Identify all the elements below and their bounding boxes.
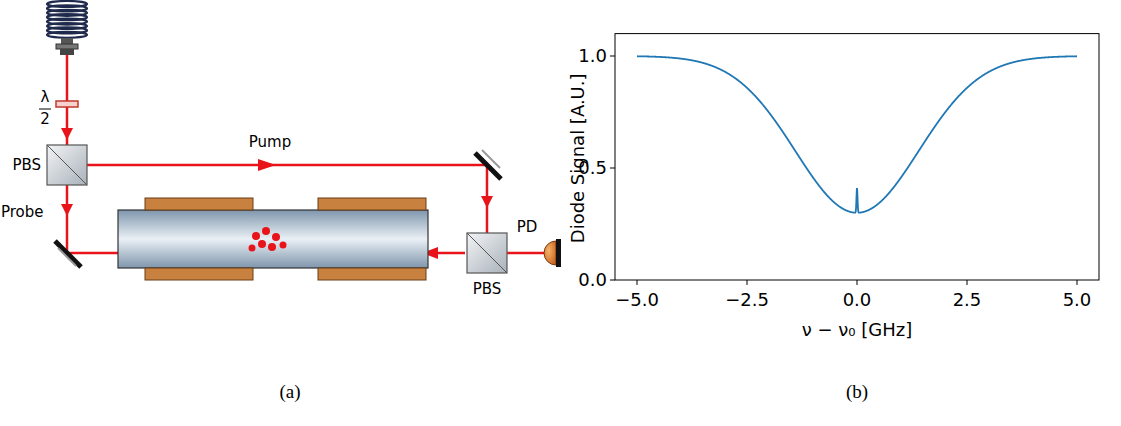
part-label: PBS (12, 157, 41, 174)
part-label: PBS (473, 281, 502, 298)
axes-frame (615, 34, 1099, 280)
tick-mark (747, 280, 748, 285)
fiber-connector (56, 38, 78, 55)
line-plot (610, 34, 1099, 285)
photodiode (544, 239, 561, 267)
signal-curve (637, 56, 1077, 212)
mirror (55, 241, 81, 267)
tick-label: 0.0 (578, 270, 607, 291)
axis-label: ν − ν₀ [GHz] (802, 320, 913, 341)
waveplate-label: λ (41, 89, 50, 106)
waveplate-label: 2 (40, 111, 50, 128)
panel-label: (b) (846, 381, 868, 403)
mirror (475, 150, 501, 179)
tick-mark (637, 280, 638, 285)
beam-splitter-cube (467, 233, 507, 273)
tick-label: 1.0 (578, 46, 607, 67)
tick-mark (610, 56, 615, 57)
tick-label: −2.5 (725, 290, 769, 311)
tick-mark (610, 280, 615, 281)
beam-label: Probe (1, 204, 44, 221)
vapor-cell (118, 198, 428, 280)
coil-winding (47, 32, 87, 38)
tick-mark (1077, 280, 1078, 285)
part-label: PD (517, 219, 538, 236)
beam-splitter-cube (47, 145, 87, 185)
tick-label: 2.5 (953, 290, 982, 311)
atoms (249, 227, 287, 252)
panel-label: (a) (279, 381, 300, 403)
tick-label: 0.0 (843, 290, 872, 311)
tick-label: 5.0 (1063, 290, 1092, 311)
axis-label: Diode Signal [A.U.] (568, 73, 589, 243)
tick-label: −5.0 (615, 290, 659, 311)
tick-mark (857, 280, 858, 285)
tick-mark (610, 168, 615, 169)
tick-mark (967, 280, 968, 285)
beam-label: Pump (249, 134, 291, 151)
fiber-coil (47, 1, 87, 38)
